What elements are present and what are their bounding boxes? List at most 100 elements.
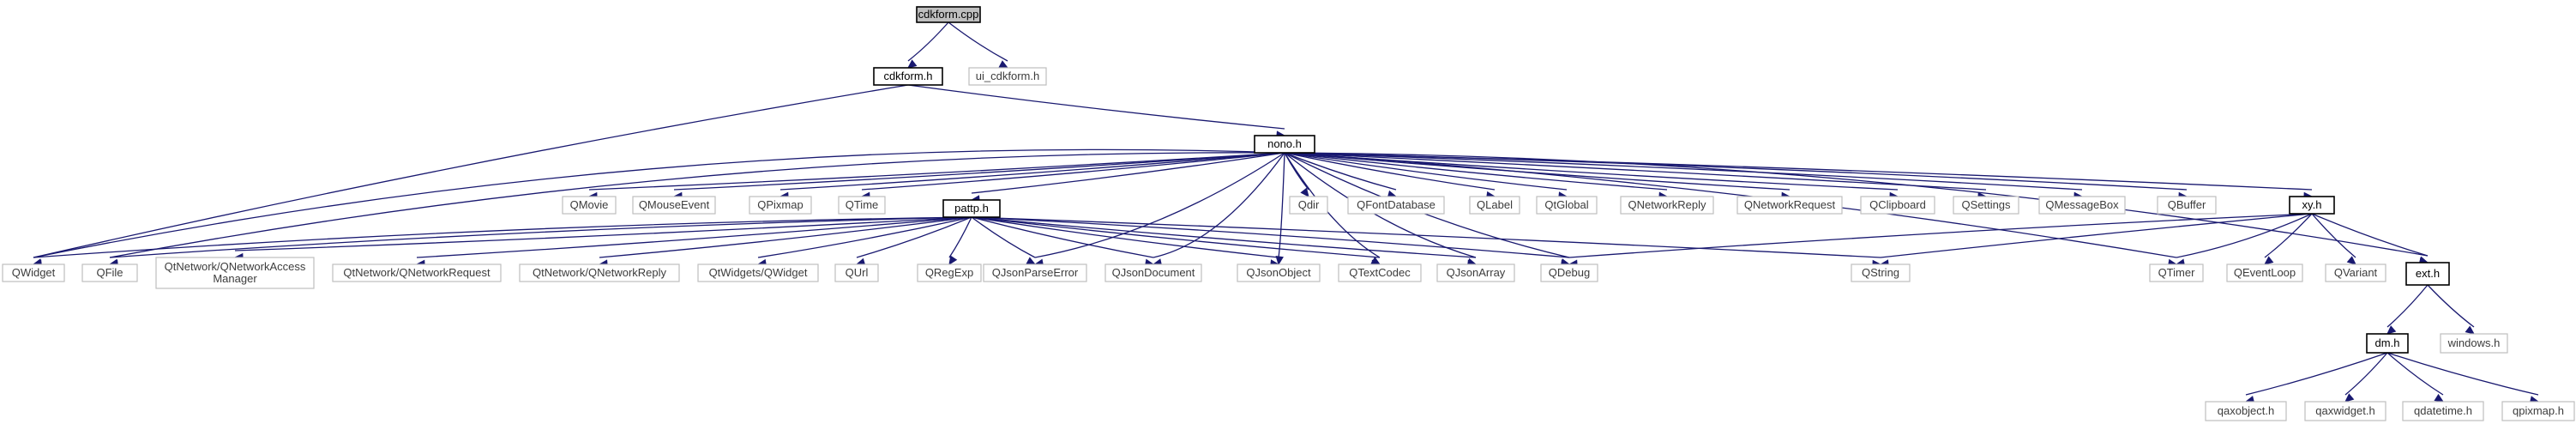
node-qjsonarray[interactable]: QJsonArray	[1436, 263, 1515, 282]
node-label: QWidget	[12, 266, 56, 279]
node-label: QtGlobal	[1544, 198, 1588, 211]
node-label: QMessageBox	[2045, 198, 2119, 211]
node-qnetworkreply[interactable]: QNetworkReply	[1620, 196, 1714, 215]
node-ui-cdkform-h[interactable]: ui_cdkform.h	[968, 67, 1047, 86]
node-qurl[interactable]: QUrl	[834, 263, 879, 282]
node-box	[1953, 196, 2019, 215]
node-qtextcodec[interactable]: QTextCodec	[1338, 263, 1422, 282]
node-label: QJsonDocument	[1112, 266, 1195, 279]
edge-line	[33, 84, 909, 258]
node-pattp-h[interactable]: pattp.h	[942, 199, 1001, 218]
node-qmouseevent[interactable]: QMouseEvent	[632, 196, 716, 215]
node-qtime[interactable]: QTime	[838, 196, 886, 215]
node-qclipboard[interactable]: QClipboard	[1860, 196, 1935, 215]
node-qstring[interactable]: QString	[1851, 263, 1911, 282]
node-qpixmap-h[interactable]: qpixmap.h	[2501, 401, 2575, 421]
node-cdkform-h[interactable]: cdkform.h	[873, 67, 943, 86]
node-label: qpixmap.h	[2513, 404, 2564, 417]
node-qwidget[interactable]: QWidget	[2, 263, 65, 282]
node-qdir[interactable]: Qdir	[1289, 196, 1328, 215]
edge-dm-h-to-qaxwidget-h	[2344, 352, 2388, 403]
node-qmovie[interactable]: QMovie	[562, 196, 617, 215]
arrowhead	[2264, 256, 2274, 265]
node-box	[942, 199, 1001, 218]
node-qtnrep[interactable]: QtNetwork/QNetworkReply	[519, 263, 680, 282]
node-box	[519, 263, 680, 282]
node-box	[562, 196, 617, 215]
node-box	[1469, 196, 1520, 215]
node-box	[1736, 196, 1843, 215]
node-qeventloop[interactable]: QEventLoop	[2226, 263, 2303, 282]
edge-line	[673, 152, 1285, 191]
node-ext-h[interactable]: ext.h	[2405, 262, 2450, 286]
edge-nono-h-to-qjsonobject	[1275, 152, 1285, 266]
node-qjsonobject[interactable]: QJsonObject	[1237, 263, 1321, 282]
node-qjsondocument[interactable]: QJsonDocument	[1104, 263, 1202, 282]
node-box	[2289, 196, 2335, 215]
node-label: QPixmap	[757, 198, 803, 211]
edge-line	[2245, 352, 2388, 396]
node-qdebug[interactable]: QDebug	[1540, 263, 1598, 282]
node-qfile[interactable]: QFile	[81, 263, 138, 282]
node-qbuffer[interactable]: QBuffer	[2157, 196, 2217, 215]
node-qtnreq[interactable]: QtNetwork/QNetworkRequest	[332, 263, 502, 282]
node-qdatetime-h[interactable]: qdatetime.h	[2402, 401, 2484, 421]
node-qvariant[interactable]: QVariant	[2325, 263, 2386, 282]
edge-line	[1284, 152, 1668, 191]
edge-line	[971, 216, 1570, 258]
arrowhead	[1275, 255, 1284, 266]
node-qpixmap[interactable]: QPixmap	[749, 196, 812, 215]
node-qtwqw[interactable]: QtWidgets/QWidget	[697, 263, 819, 282]
edge-line	[109, 152, 1285, 258]
edge-pattp-h-to-qtnreq	[415, 216, 972, 269]
node-label: ext.h	[2416, 267, 2440, 280]
edge-line	[109, 216, 972, 258]
node-qregexp[interactable]: QRegExp	[917, 263, 982, 282]
node-nono-h[interactable]: nono.h	[1254, 135, 1315, 154]
node-label: QMouseEvent	[639, 198, 710, 211]
node-qfontdatabase[interactable]: QFontDatabase	[1347, 196, 1445, 215]
node-qaxobject-h[interactable]: qaxobject.h	[2205, 401, 2287, 421]
node-qtglobal[interactable]: QtGlobal	[1536, 196, 1598, 215]
edge-cdkform-h-to-nono-h	[907, 84, 1286, 139]
edge-ext-h-to-dm-h	[2386, 284, 2429, 335]
node-box	[834, 263, 879, 282]
node-qlabel[interactable]: QLabel	[1469, 196, 1520, 215]
edge-pattp-h-to-qtnam	[233, 216, 972, 262]
edge-line	[861, 152, 1285, 191]
edge-line	[2264, 213, 2313, 258]
node-cdkform-cpp[interactable]: cdkform.cpp	[916, 6, 981, 23]
edge-xy-h-to-qdebug	[1568, 213, 2313, 269]
edge-line	[1284, 152, 2429, 257]
node-box	[2, 263, 65, 282]
node-xy-h[interactable]: xy.h	[2289, 196, 2335, 215]
node-qaxwidget-h[interactable]: qaxwidget.h	[2304, 401, 2386, 421]
node-box	[1254, 135, 1315, 154]
edge-nono-h-to-qmessagebox	[1284, 152, 2084, 201]
node-qtimer[interactable]: QTimer	[2149, 263, 2204, 282]
edge-line	[2386, 352, 2444, 396]
node-windows-h[interactable]: windows.h	[2440, 333, 2508, 354]
node-dm-h[interactable]: dm.h	[2366, 333, 2409, 354]
edge-line	[1284, 152, 1570, 258]
edge-dm-h-to-qdatetime-h	[2386, 352, 2445, 403]
edge-line	[971, 216, 1279, 258]
node-qsettings[interactable]: QSettings	[1953, 196, 2019, 215]
node-qjsonparseerror[interactable]: QJsonParseError	[983, 263, 1087, 282]
edge-cdkform-h-to-qwidget	[32, 84, 909, 267]
edge-xy-h-to-qvariant	[2311, 213, 2356, 265]
edge-line	[2176, 213, 2313, 258]
edge-line	[779, 152, 1285, 191]
edge-line	[757, 216, 972, 258]
arrowhead	[2344, 393, 2355, 403]
edge-line	[971, 216, 1154, 258]
node-label: Manager	[213, 272, 257, 285]
edge-pattp-h-to-qjsondocument	[971, 216, 1155, 267]
node-label: QBuffer	[2168, 198, 2206, 211]
node-qnetworkrequest[interactable]: QNetworkRequest	[1736, 196, 1843, 215]
edge-ext-h-to-windows-h	[2427, 284, 2475, 335]
edge-line	[2386, 352, 2539, 396]
node-qmessagebox[interactable]: QMessageBox	[2038, 196, 2126, 215]
